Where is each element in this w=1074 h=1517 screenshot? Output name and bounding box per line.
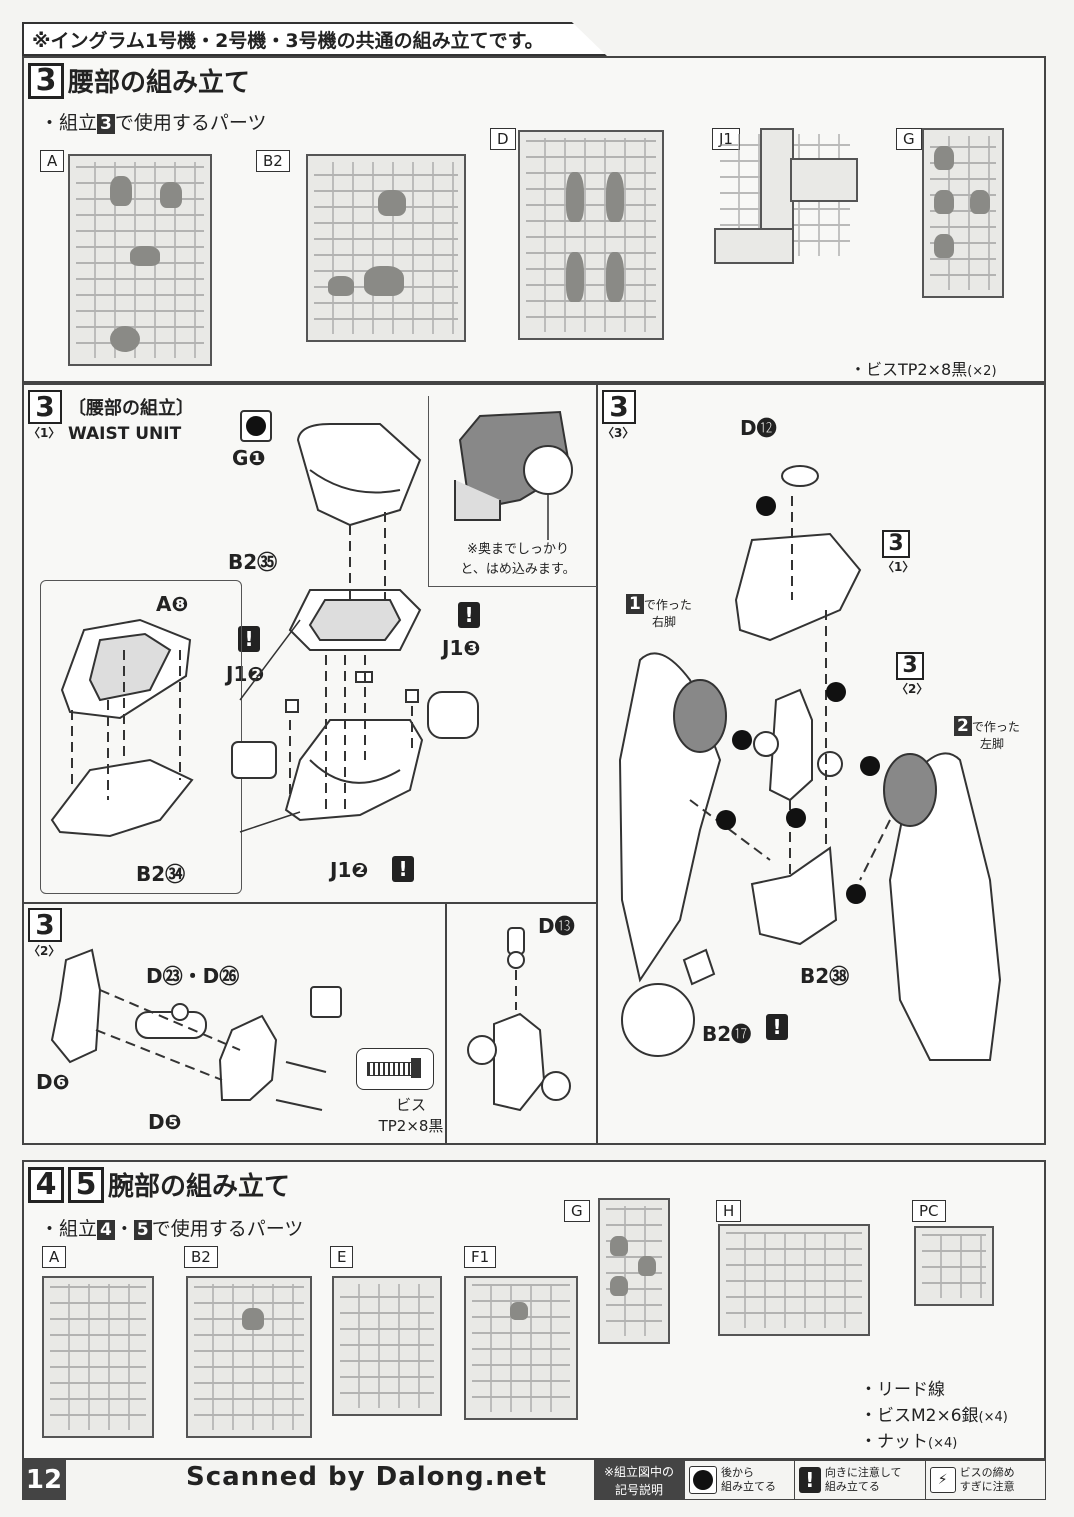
runner-a-image bbox=[68, 154, 212, 366]
label-d12: D⓬ bbox=[740, 416, 777, 440]
label-d5: D❺ bbox=[148, 1110, 182, 1134]
section45-number-1: 4 bbox=[28, 1166, 64, 1203]
step3-2-number: 3 〈2〉 bbox=[28, 908, 62, 958]
label-b2-35: B2㉟ bbox=[228, 550, 278, 574]
ref-step3-2: 3 〈2〉 bbox=[896, 652, 929, 696]
warning-icon: ! bbox=[238, 626, 260, 652]
page-number: 12 bbox=[22, 1460, 66, 1500]
warning-icon: ! bbox=[798, 1467, 821, 1493]
runner-label-d: D bbox=[490, 128, 516, 150]
step3-1-number: 3 〈1〉 bbox=[28, 390, 62, 440]
legend-item: ! 向きに注意して組み立てる bbox=[795, 1461, 926, 1499]
step3-1-title-jp: 〔腰部の組立〕 bbox=[68, 398, 194, 419]
runner-label-b2: B2 bbox=[184, 1246, 218, 1268]
runner-f1-image bbox=[464, 1276, 578, 1420]
runner-pc-image bbox=[914, 1226, 994, 1306]
step3-1-title-en: WAIST UNIT bbox=[68, 424, 182, 444]
label-b2-38: B2㊳ bbox=[800, 964, 850, 988]
runner-label-f1: F1 bbox=[464, 1246, 497, 1268]
runner-g-image bbox=[598, 1198, 670, 1344]
runner-label-g: G bbox=[896, 128, 922, 150]
runner-b2-image bbox=[186, 1276, 312, 1438]
parts-step-number: 3 bbox=[97, 114, 115, 134]
detail-inset bbox=[428, 396, 597, 587]
back-assemble-icon bbox=[240, 410, 272, 442]
runner-e-image bbox=[332, 1276, 442, 1416]
warning-icon: ! bbox=[458, 602, 480, 628]
screw-caption: ビス TP2×8黒 bbox=[378, 1096, 444, 1135]
screw-illustration bbox=[356, 1048, 434, 1090]
ref-step3-1: 3 〈1〉 bbox=[882, 530, 915, 574]
section45-header: 4 5 腕部の組み立て bbox=[28, 1166, 290, 1203]
screw-caution-icon: ⚡ bbox=[929, 1467, 956, 1493]
warning-icon: ! bbox=[766, 1014, 788, 1040]
label-g1: G❶ bbox=[232, 446, 266, 470]
runner-label-h: H bbox=[716, 1200, 742, 1222]
back-assemble-icon bbox=[689, 1466, 717, 1494]
subassembly-inset bbox=[40, 580, 242, 894]
section45-number-2: 5 bbox=[68, 1166, 104, 1203]
runner-label-pc: PC bbox=[912, 1200, 946, 1222]
runner-label-a: A bbox=[42, 1246, 67, 1268]
label-b2-34: B2㉞ bbox=[136, 862, 186, 886]
step3-3-number: 3 〈3〉 bbox=[602, 390, 636, 440]
legend-item: 後から組み立てる bbox=[685, 1461, 795, 1499]
runner-d-image bbox=[518, 130, 664, 340]
label-b2-17: B2⓱ bbox=[702, 1022, 752, 1046]
section3-title: 腰部の組み立て bbox=[68, 68, 251, 98]
insert-note: ※奥までしっかりと、はめ込みます。 bbox=[460, 542, 576, 577]
runner-label-a: A bbox=[40, 150, 65, 172]
legend-item: ⚡ ビスの締めすぎに注意 bbox=[926, 1461, 1045, 1499]
note-screw-m2: ・ビスM2×6銀(×4) bbox=[860, 1406, 1008, 1426]
label-a8: A❽ bbox=[156, 592, 189, 616]
screw-caution-icon bbox=[310, 986, 342, 1018]
warning-icon: ! bbox=[392, 856, 414, 882]
runner-j1-image bbox=[714, 128, 858, 264]
label-j1-2a: J1❷ bbox=[226, 662, 265, 686]
common-assembly-banner: ※イングラム1号機・2号機・3号機の共通の組み立てです。 bbox=[22, 22, 607, 56]
scan-watermark: Scanned by Dalong.net bbox=[186, 1462, 548, 1492]
label-d6: D❻ bbox=[36, 1070, 70, 1094]
section3-header: 3 腰部の組み立て bbox=[28, 62, 250, 99]
screw-note-section3: ・ビスTP2×8黒(×2) bbox=[850, 360, 997, 379]
runner-g-image bbox=[922, 128, 1004, 298]
runner-label-b2: B2 bbox=[256, 150, 290, 172]
label-d13: D⓭ bbox=[538, 914, 575, 938]
label-j1-2b: J1❷ bbox=[330, 858, 369, 882]
section3-number: 3 bbox=[28, 62, 64, 99]
section45-notes: ・リード線 ・ビスM2×6銀(×4) ・ナット(×4) bbox=[860, 1378, 1008, 1456]
legend: 後から組み立てる ! 向きに注意して組み立てる ⚡ ビスの締めすぎに注意 bbox=[684, 1460, 1046, 1500]
runner-a-image bbox=[42, 1276, 154, 1438]
step3-2-divider bbox=[445, 904, 447, 1144]
note-lead-wire: ・リード線 bbox=[860, 1380, 945, 1400]
legend-title: ※組立図中の 記号説明 bbox=[594, 1460, 684, 1500]
runner-h-image bbox=[718, 1224, 870, 1336]
label-d23-d26: D㉓・D㉖ bbox=[146, 964, 240, 988]
vertical-divider bbox=[596, 383, 598, 1145]
section45-title: 腕部の組み立て bbox=[108, 1172, 291, 1202]
runner-b2-image bbox=[306, 154, 466, 342]
runner-label-e: E bbox=[330, 1246, 354, 1268]
horizontal-divider bbox=[22, 902, 598, 904]
note-nut: ・ナット(×4) bbox=[860, 1432, 958, 1452]
label-j1-3: J1❸ bbox=[442, 636, 481, 660]
runner-label-g: G bbox=[564, 1200, 590, 1222]
